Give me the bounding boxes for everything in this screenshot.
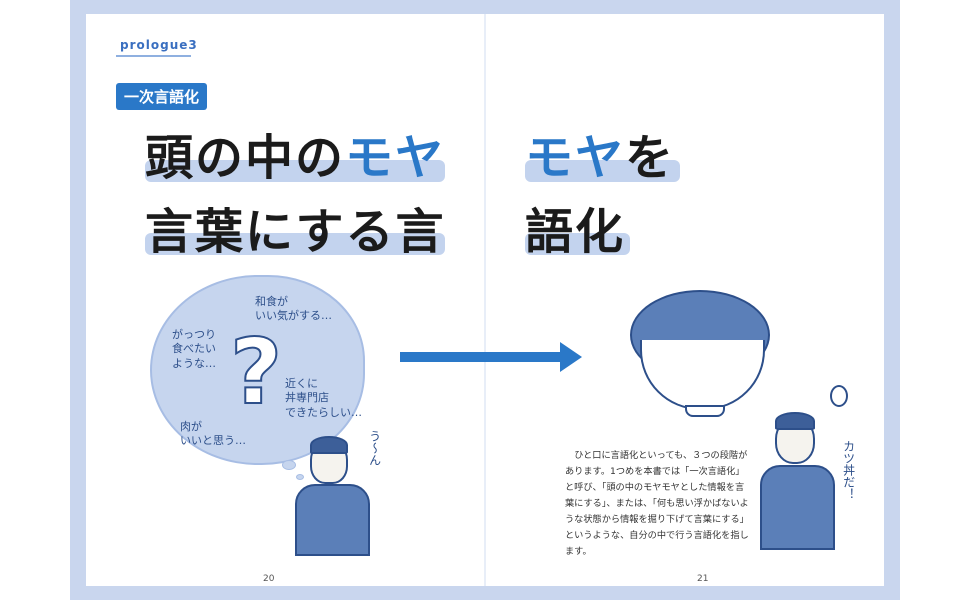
- arrow-shaft: [400, 352, 565, 362]
- man-hair-illustration: [775, 412, 815, 430]
- man-suit-illustration: [760, 465, 835, 550]
- thought-note: 近くに 丼専門店 できたらしい…: [285, 377, 362, 419]
- exclamation-right: カツ丼だ！: [841, 440, 856, 500]
- title-line2-left: 言葉にする言: [145, 204, 446, 260]
- thought-note: 肉が いいと思う…: [180, 420, 246, 448]
- title-highlight: [525, 233, 630, 255]
- body-paragraph: ひと口に言語化といっても、３つの段階があります。1つめを本書では「一次言語化」と…: [565, 450, 749, 557]
- man-hair-illustration: [310, 436, 348, 454]
- thought-note: 和食が いい気がする…: [255, 295, 332, 323]
- lightbulb-icon: [830, 385, 848, 407]
- thought-note: がっつり 食べたい ような…: [172, 328, 216, 370]
- title-text: を: [625, 130, 676, 186]
- title-accent: モヤ: [525, 130, 626, 186]
- bowl-base: [685, 405, 725, 417]
- topic-tag: 一次言語化: [116, 83, 208, 110]
- man-suit-illustration: [295, 484, 370, 556]
- thought-dot: [296, 474, 304, 480]
- thought-dot: [282, 460, 296, 470]
- title-accent: モヤ: [345, 130, 446, 186]
- page-number-right: 21: [697, 574, 709, 584]
- page-number-left: 20: [263, 574, 275, 584]
- gutter: [484, 14, 486, 586]
- title-line1-right: モヤを: [525, 118, 675, 188]
- arrow-right-icon: [560, 342, 582, 372]
- thought-bubble: [150, 275, 365, 465]
- title-highlight: [145, 233, 445, 255]
- exclamation-left: う〜ん: [367, 430, 382, 466]
- title-highlight: [145, 160, 445, 182]
- title-line1-left: 頭の中のモヤ: [145, 118, 445, 188]
- section-underline: [116, 55, 191, 57]
- section-label: prologue3: [120, 38, 198, 52]
- question-mark: ?: [229, 319, 283, 426]
- title-highlight: [525, 160, 680, 182]
- title-line2-right: 語化: [525, 204, 626, 260]
- title-text: 頭の中の: [145, 130, 346, 186]
